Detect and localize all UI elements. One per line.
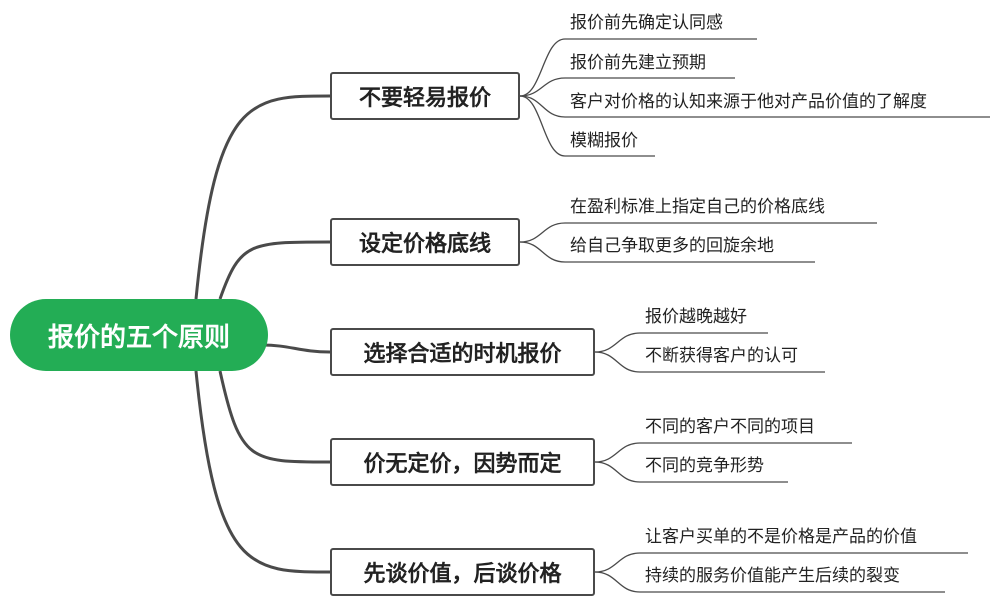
leaf-item: 报价前先建立预期 — [570, 53, 706, 73]
leaf-connector — [594, 351, 641, 373]
leaf-item: 报价越晚越好 — [645, 307, 747, 327]
branch-node: 先谈价值，后谈价格 — [330, 548, 595, 596]
root-connector — [194, 370, 331, 574]
leaf-connector — [594, 552, 641, 573]
leaf-connector — [594, 461, 641, 483]
leaf-connector — [519, 95, 566, 157]
leaf-item: 不同的竞争形势 — [645, 456, 764, 476]
leaf-connector — [519, 38, 566, 97]
leaf-item: 让客户买单的不是价格是产品的价值 — [645, 527, 917, 547]
leaf-connector — [594, 442, 641, 463]
root-connector — [194, 94, 331, 300]
branch-node: 选择合适的时机报价 — [330, 328, 595, 376]
leaf-item: 不同的客户不同的项目 — [645, 417, 815, 437]
leaf-connector — [519, 95, 566, 118]
root-node: 报价的五个原则 — [10, 299, 268, 371]
leaf-item: 客户对价格的认知来源于他对产品价值的了解度 — [570, 92, 927, 112]
root-connector — [218, 370, 331, 464]
root-connector — [261, 343, 331, 354]
root-connector — [218, 240, 331, 300]
leaf-connector — [519, 77, 566, 97]
branch-node: 不要轻易报价 — [330, 72, 520, 120]
leaf-connector — [594, 571, 641, 593]
leaf-connector — [594, 332, 641, 353]
leaf-item: 模糊报价 — [570, 131, 638, 151]
leaf-connector — [519, 241, 566, 263]
leaf-connector — [519, 222, 566, 243]
leaf-item: 报价前先确定认同感 — [570, 13, 723, 33]
leaf-item: 持续的服务价值能产生后续的裂变 — [645, 566, 900, 586]
branch-node: 设定价格底线 — [330, 218, 520, 266]
leaf-item: 不断获得客户的认可 — [645, 346, 798, 366]
branch-node: 价无定价，因势而定 — [330, 438, 595, 486]
leaf-item: 在盈利标准上指定自己的价格底线 — [570, 197, 825, 217]
leaf-item: 给自己争取更多的回旋余地 — [570, 236, 774, 256]
